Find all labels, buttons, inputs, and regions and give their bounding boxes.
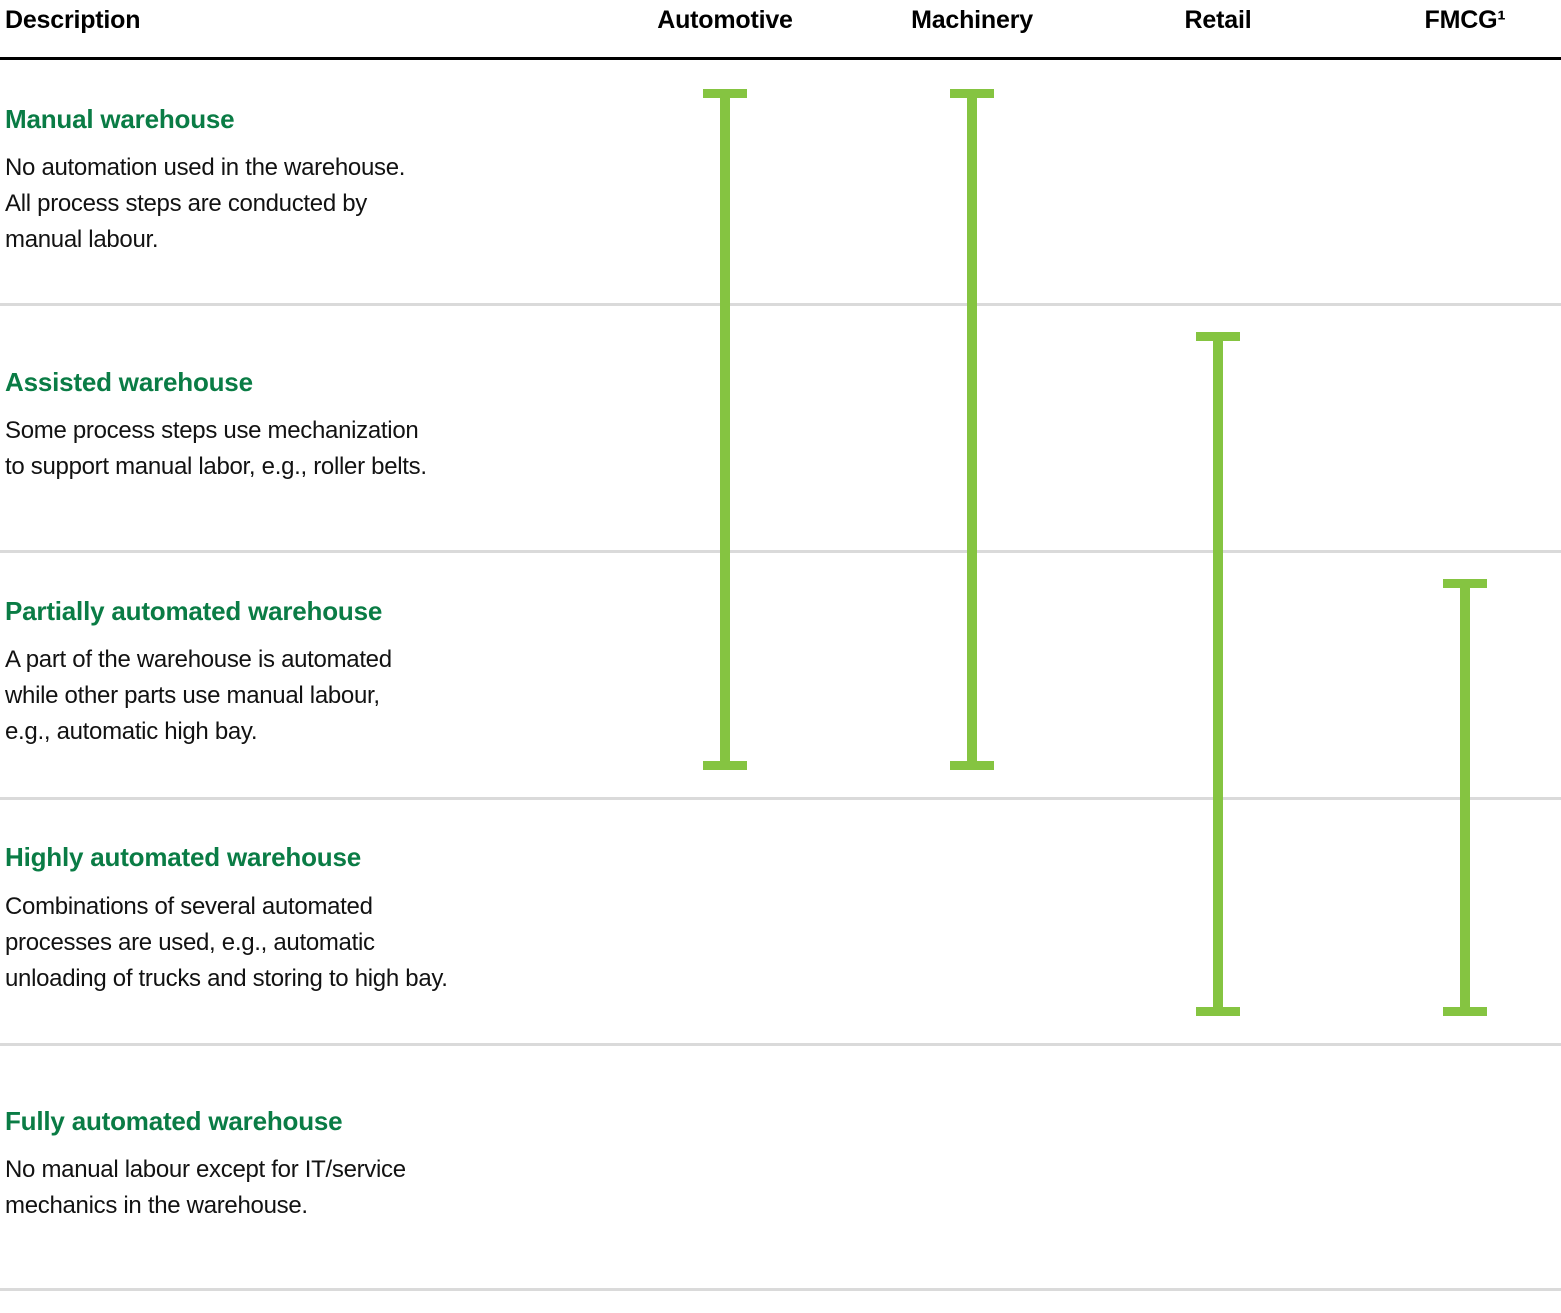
row-divider bbox=[0, 1043, 1561, 1046]
range-bar-stem bbox=[1213, 332, 1223, 1016]
range-bar-fmcg bbox=[1443, 579, 1487, 1016]
column-header-retail: Retail bbox=[1184, 6, 1252, 34]
description-column-header: Description bbox=[5, 6, 141, 34]
range-bar-machinery bbox=[950, 89, 994, 770]
range-bar-stem bbox=[967, 89, 977, 770]
row-divider bbox=[0, 1288, 1561, 1291]
row-partially-automated-warehouse: Partially automated warehouse A part of … bbox=[0, 550, 620, 797]
row-divider bbox=[0, 797, 1561, 800]
range-bar-stem bbox=[720, 89, 730, 770]
range-bar-bottom-cap bbox=[1196, 1007, 1240, 1016]
range-bar-stem bbox=[1460, 579, 1470, 1016]
range-bar-top-cap bbox=[703, 89, 747, 98]
row-fully-automated-warehouse: Fully automated warehouse No manual labo… bbox=[0, 1043, 620, 1288]
row-description: Some process steps use mechanization to … bbox=[5, 417, 427, 481]
row-title: Manual warehouse bbox=[5, 103, 235, 134]
row-title: Assisted warehouse bbox=[5, 366, 253, 397]
row-divider bbox=[0, 550, 1561, 553]
row-title: Fully automated warehouse bbox=[5, 1105, 343, 1136]
range-bar-top-cap bbox=[1443, 579, 1487, 588]
range-bar-bottom-cap bbox=[950, 761, 994, 770]
row-description: A part of the warehouse is automated whi… bbox=[5, 646, 392, 746]
column-header-machinery: Machinery bbox=[911, 6, 1033, 34]
range-bar-retail bbox=[1196, 332, 1240, 1016]
range-bar-bottom-cap bbox=[1443, 1007, 1487, 1016]
row-highly-automated-warehouse: Highly automated warehouse Combinations … bbox=[0, 797, 620, 1043]
range-bar-automotive bbox=[703, 89, 747, 770]
column-header-fmcg: FMCG¹ bbox=[1424, 6, 1506, 34]
row-divider bbox=[0, 303, 1561, 306]
header-rule bbox=[0, 57, 1561, 60]
range-bar-top-cap bbox=[950, 89, 994, 98]
column-header-automotive: Automotive bbox=[657, 6, 793, 34]
range-bar-top-cap bbox=[1196, 332, 1240, 341]
row-description: Combinations of several automated proces… bbox=[5, 892, 448, 992]
range-bar-bottom-cap bbox=[703, 761, 747, 770]
row-description: No automation used in the warehouse. All… bbox=[5, 154, 406, 254]
row-description: No manual labour except for IT/service m… bbox=[5, 1156, 406, 1220]
row-assisted-warehouse: Assisted warehouse Some process steps us… bbox=[0, 303, 620, 550]
row-title: Highly automated warehouse bbox=[5, 842, 361, 873]
row-title: Partially automated warehouse bbox=[5, 595, 383, 626]
row-manual-warehouse: Manual warehouse No automation used in t… bbox=[0, 60, 620, 303]
